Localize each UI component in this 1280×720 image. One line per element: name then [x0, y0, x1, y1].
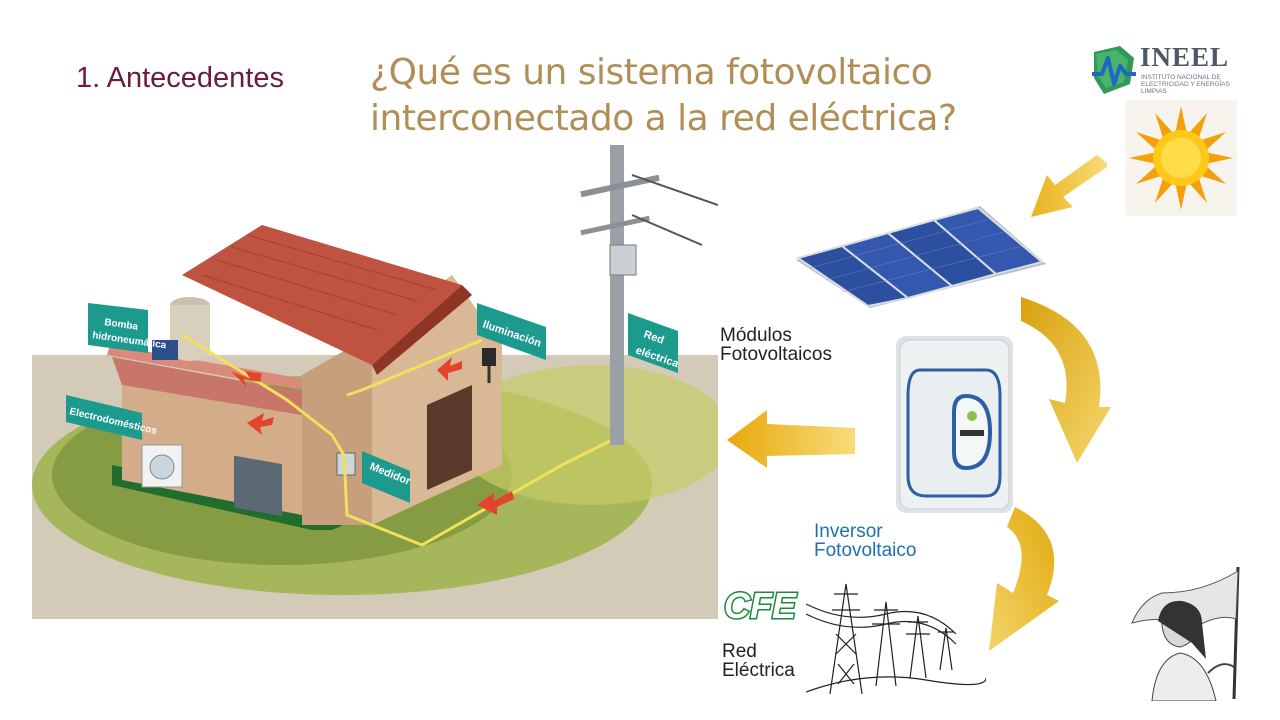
transmission-towers: [806, 583, 986, 695]
arrow-inverter-to-house: [727, 410, 855, 468]
sign-bomba: Bomba hidroneumática: [88, 303, 167, 353]
woman-flag-illustration: [1122, 563, 1254, 701]
modulos-label: Módulos Fotovoltaicos: [720, 326, 832, 364]
cfe-logo-text: CFE: [724, 585, 797, 624]
page-title: ¿Qué es un sistema fotovoltaico intercon…: [370, 52, 957, 139]
utility-pole: [610, 145, 624, 445]
door: [427, 385, 472, 490]
solar-panels: [795, 206, 1046, 308]
inversor-label-line2: Fotovoltaico: [814, 540, 917, 561]
cfe-logo-icon: CFE CFE: [723, 584, 799, 624]
arrow-panels-to-inverter: [1021, 297, 1111, 463]
svg-text:CFE: CFE: [724, 585, 797, 624]
section-title: 1. Antecedentes: [76, 62, 284, 94]
inversor-label-line1: Inversor: [814, 521, 883, 542]
house-scene: Bomba hidroneumática Iluminación Red elé…: [32, 145, 718, 619]
ineel-logo-icon: [1092, 46, 1136, 94]
arrow-inverter-to-grid: [989, 507, 1059, 651]
inverter-image: [896, 336, 1013, 513]
sign-medidor: Medidor: [362, 451, 413, 503]
logo-name: INEEL: [1140, 42, 1230, 72]
inversor-label: Inversor Fotovoltaico: [814, 522, 916, 560]
logo-subtitle: INSTITUTO NACIONAL DE ELECTRICIDAD Y ENE…: [1141, 74, 1230, 95]
modulos-label-line2: Fotovoltaicos: [720, 344, 832, 365]
sun-icon: [1125, 100, 1237, 216]
sign-bomba-line1: Bomba: [104, 317, 140, 333]
modulos-label-line1: Módulos: [720, 325, 792, 346]
roof: [182, 225, 462, 365]
house-wall-left: [302, 335, 372, 525]
red-label-line1: Red: [722, 641, 757, 662]
red-label-line2: Eléctrica: [722, 660, 795, 681]
red-electrica-label: Red Eléctrica: [722, 642, 795, 680]
arrow-sun-to-panels: [1031, 155, 1107, 217]
